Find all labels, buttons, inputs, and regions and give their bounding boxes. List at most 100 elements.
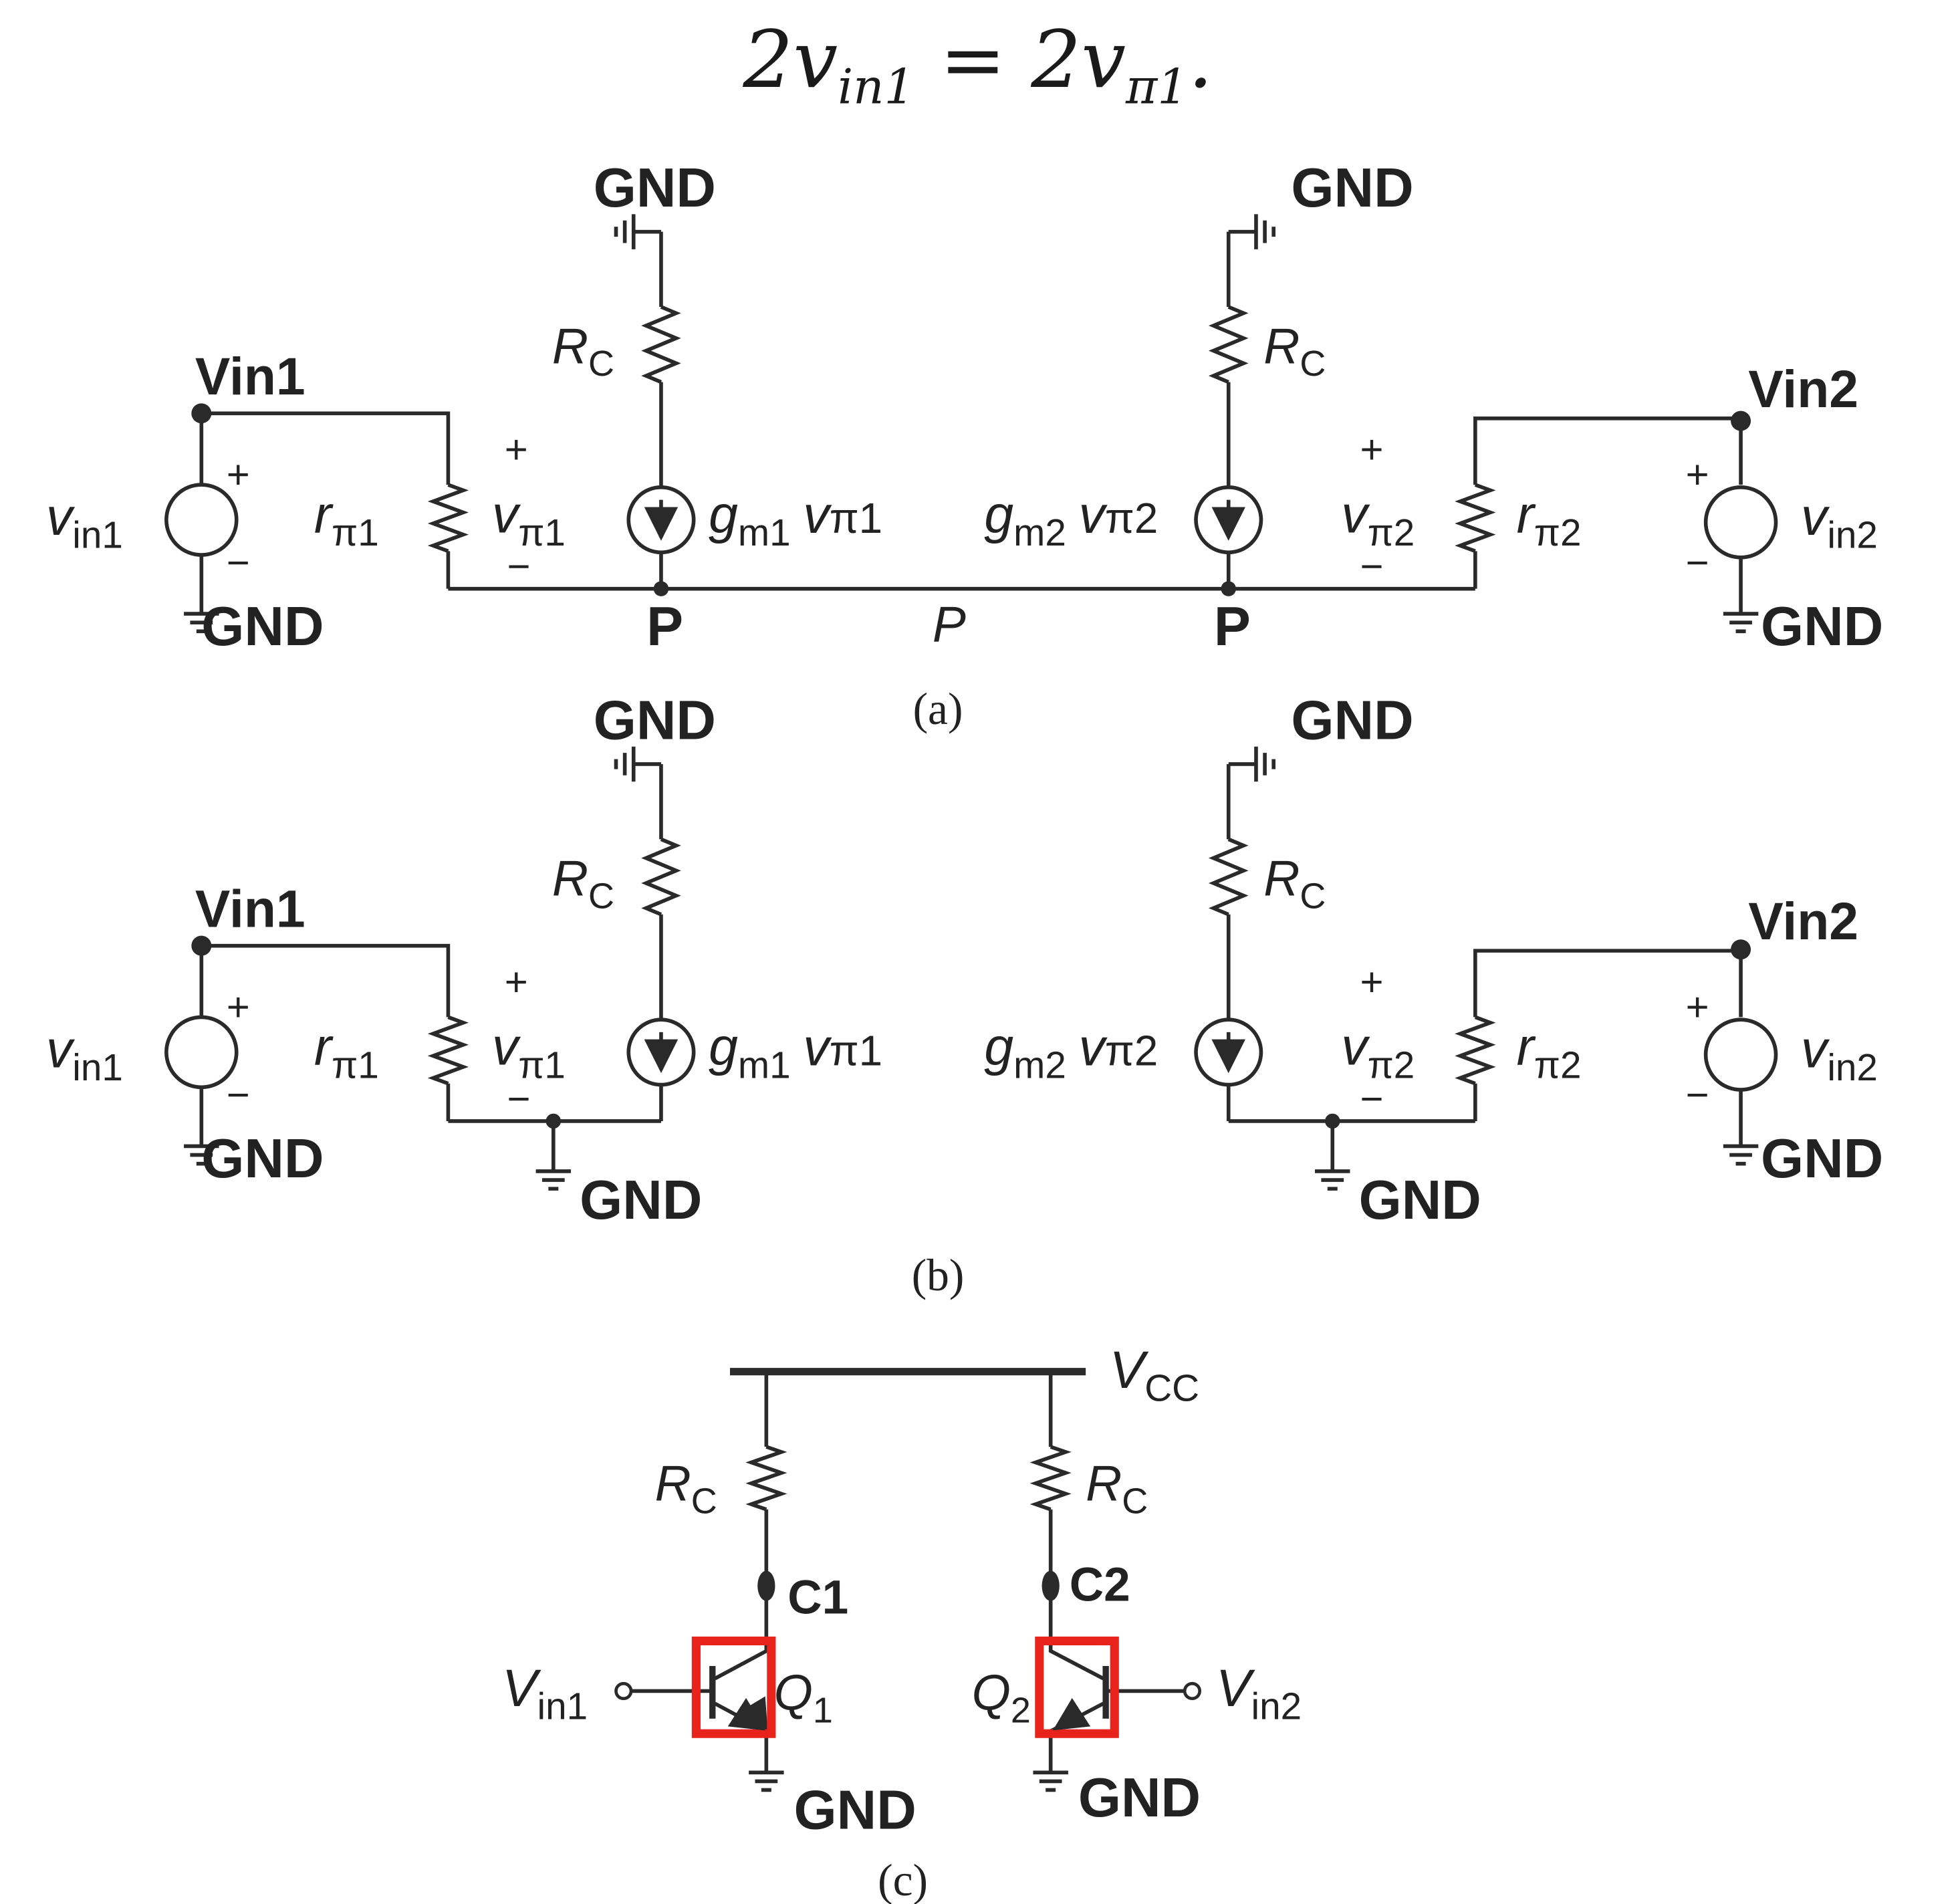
- ground-symbol: [1723, 612, 1759, 634]
- ground-symbol: [1315, 1169, 1350, 1191]
- gnd-label: GND: [1078, 1767, 1201, 1828]
- minus-sign: −: [1686, 1072, 1709, 1117]
- plus-sign: +: [227, 453, 250, 497]
- vin2-node-label: Vin2: [1748, 360, 1858, 419]
- plus-sign: +: [1360, 960, 1383, 1005]
- rc-right-resistor: [1029, 1445, 1072, 1512]
- ground-node-dot: [545, 1113, 562, 1129]
- c2-node-dot: [1042, 1570, 1060, 1601]
- rpi2-label: rπ2: [1517, 1018, 1582, 1087]
- vin2-source-label: vin2: [1801, 487, 1878, 557]
- wire: [1473, 949, 1741, 1018]
- vin1-terminal: [614, 1681, 633, 1701]
- node-p-label: P: [933, 596, 966, 652]
- q1-highlight-box: [691, 1636, 776, 1738]
- c2-label: C2: [1070, 1559, 1130, 1612]
- rc-label: RC: [552, 318, 614, 384]
- plus-sign: +: [1360, 427, 1383, 472]
- minus-sign: −: [227, 540, 250, 585]
- gnd-label: GND: [594, 689, 716, 751]
- minus-sign: −: [1360, 544, 1383, 589]
- rpi2-resistor: [1455, 483, 1496, 554]
- vin2-source: [1703, 485, 1778, 560]
- q1-label: Q1: [774, 1665, 833, 1731]
- rpi1-label: rπ1: [314, 485, 379, 554]
- q1-collector: [714, 1588, 769, 1681]
- vin2-node-label: Vin2: [1748, 892, 1858, 951]
- plus-sign: +: [505, 427, 528, 472]
- vin1-node-dot: [191, 935, 212, 956]
- vin1-node-label: Vin1: [195, 347, 305, 406]
- caption-b: (b): [912, 1250, 965, 1300]
- gnd-label: GND: [201, 1128, 324, 1189]
- gnd-label: GND: [1291, 689, 1413, 751]
- ground-symbol: [1033, 1770, 1068, 1792]
- emitter-arrow: [1052, 1697, 1091, 1731]
- minus-sign: −: [507, 544, 530, 589]
- rpi2-resistor: [1455, 1015, 1496, 1086]
- gnd-label: GND: [794, 1780, 916, 1841]
- gnd-label: GND: [1761, 1128, 1883, 1189]
- node-p-dot: [653, 581, 669, 596]
- vin2-source: [1703, 1018, 1778, 1092]
- c1-label: C1: [787, 1571, 848, 1624]
- minus-sign: −: [1686, 540, 1709, 585]
- node-p-label: P: [1214, 596, 1251, 657]
- ground-symbol: [184, 1144, 219, 1166]
- ground-symbol: [184, 612, 219, 634]
- plus-sign: +: [1686, 453, 1709, 497]
- rc2-resistor: [1208, 837, 1249, 917]
- wire: [1473, 416, 1741, 485]
- rc-left-resistor: [745, 1445, 787, 1512]
- vpi2-label: vπ2: [1341, 485, 1415, 554]
- gnd-label: GND: [201, 596, 324, 657]
- vin2-node-dot: [1731, 939, 1751, 960]
- rpi1-resistor: [427, 1015, 469, 1086]
- ground-symbol: [614, 746, 661, 782]
- node-p-label: P: [646, 596, 683, 657]
- gnd-label: GND: [1359, 1169, 1481, 1231]
- plus-sign: +: [505, 960, 528, 1005]
- minus-sign: −: [507, 1076, 530, 1121]
- gnd-label: GND: [1761, 596, 1883, 657]
- vin1-node-label: Vin1: [195, 880, 305, 939]
- vin2-terminal: [1183, 1681, 1201, 1701]
- wire: [201, 411, 451, 485]
- node-p-dot: [1221, 581, 1236, 596]
- rc-right-label: RC: [1086, 1455, 1148, 1522]
- vcc-label: VCC: [1110, 1340, 1199, 1410]
- rpi1-resistor: [427, 483, 469, 554]
- vin1-source-label: vin1: [46, 1020, 123, 1089]
- ground-symbol: [1228, 746, 1276, 782]
- caption-c: (c): [878, 1855, 928, 1904]
- vpi2-label: vπ2: [1341, 1018, 1415, 1087]
- ground-symbol: [1228, 214, 1276, 249]
- plus-sign: +: [227, 985, 250, 1030]
- minus-sign: −: [227, 1072, 250, 1117]
- rc2-resistor: [1208, 305, 1249, 384]
- ground-symbol: [535, 1169, 572, 1191]
- ground-symbol: [749, 1770, 784, 1792]
- q2-label: Q2: [972, 1665, 1031, 1731]
- vin1-node-dot: [191, 403, 212, 424]
- rc1-resistor: [641, 837, 681, 917]
- rpi2-label: rπ2: [1517, 485, 1582, 554]
- q2-collector: [1048, 1588, 1104, 1681]
- emitter-arrow: [727, 1697, 765, 1731]
- rc-left-label: RC: [655, 1455, 717, 1522]
- equation: 2vin1 = 2vπ1.: [743, 13, 1213, 115]
- rc-label: RC: [552, 850, 614, 917]
- vin2-source-label: vin2: [1801, 1020, 1878, 1089]
- vin1-input-label: Vin1: [502, 1659, 588, 1728]
- ground-symbol: [614, 214, 661, 249]
- vin1-source-label: vin1: [46, 487, 123, 557]
- caption-a: (a): [913, 684, 963, 734]
- ground-symbol: [1723, 1144, 1759, 1166]
- rc-label: RC: [1263, 850, 1326, 917]
- vpi1-label: vπ1: [492, 1018, 566, 1087]
- rpi1-label: rπ1: [314, 1018, 379, 1087]
